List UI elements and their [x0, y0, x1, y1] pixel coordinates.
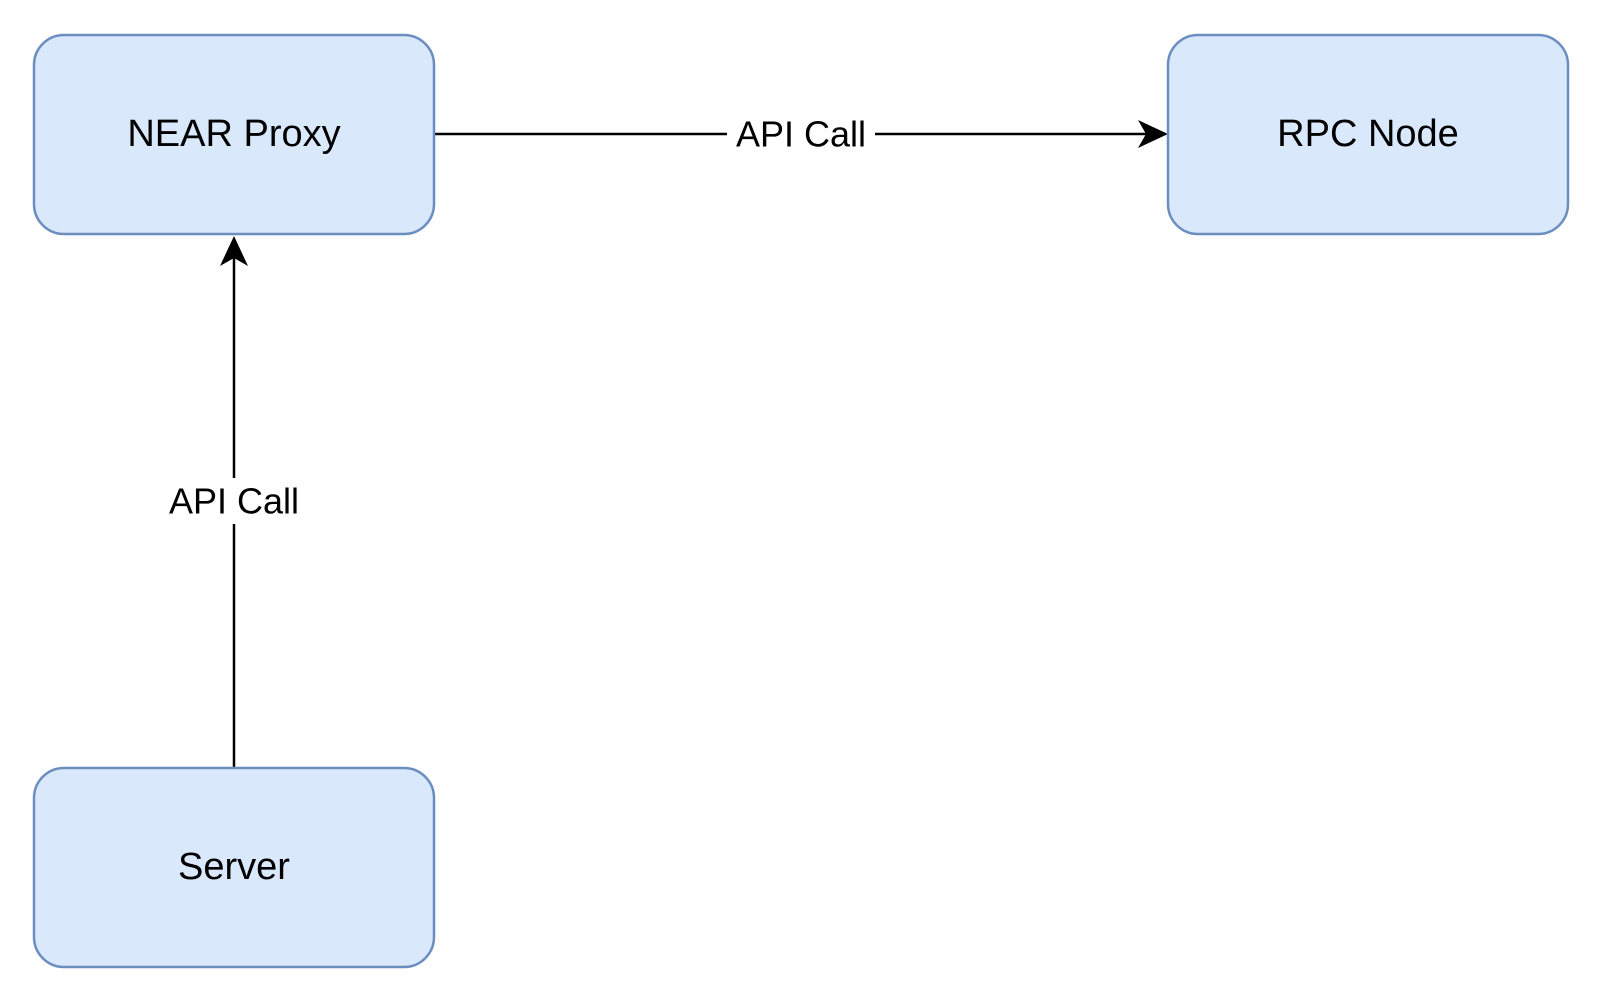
node-rpc-node[interactable]: RPC Node — [1166, 33, 1570, 236]
edge-proxy-to-rpc[interactable]: API Call — [435, 112, 1168, 156]
edge-server-to-proxy[interactable]: API Call — [160, 236, 308, 768]
edge-server-to-proxy-arrowhead — [220, 236, 248, 266]
edge-server-to-proxy-label: API Call — [169, 481, 299, 522]
edge-proxy-to-rpc-label: API Call — [736, 114, 866, 155]
node-rpc-node-box — [1166, 33, 1570, 236]
node-near-proxy[interactable]: NEAR Proxy — [32, 33, 436, 236]
node-server-box — [32, 766, 436, 969]
node-near-proxy-box — [32, 33, 436, 236]
node-near-proxy-label: NEAR Proxy — [127, 113, 340, 155]
edge-proxy-to-rpc-arrowhead — [1138, 120, 1168, 148]
node-server-label: Server — [178, 846, 290, 888]
edge-server-to-proxy-label-bg — [160, 478, 308, 524]
node-server[interactable]: Server — [32, 766, 436, 969]
edge-proxy-to-rpc-label-bg — [727, 112, 875, 156]
node-rpc-node-label: RPC Node — [1277, 113, 1459, 155]
